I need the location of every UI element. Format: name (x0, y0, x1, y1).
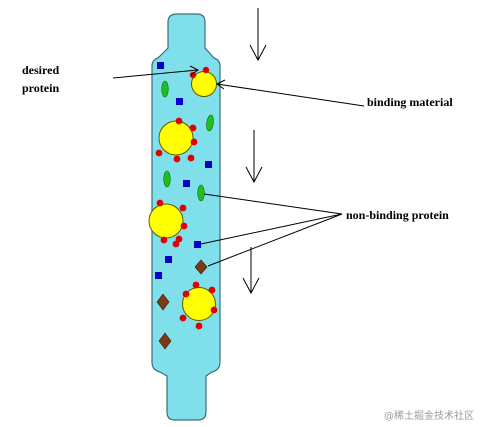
desired-protein-dot (208, 286, 216, 294)
square-protein (205, 161, 212, 168)
desired-protein-dot (180, 222, 188, 230)
leader-lines (112, 65, 365, 267)
square-protein (155, 272, 162, 279)
desired-protein-dot (192, 281, 200, 289)
desired-protein-dot (175, 117, 183, 125)
desired-protein-dot (172, 240, 180, 248)
desired-protein-dot (179, 204, 187, 212)
diamond-proteins (156, 259, 208, 350)
desired-protein-dot (190, 138, 198, 146)
bead-4 (179, 281, 218, 330)
desired-protein-dot (175, 235, 183, 243)
bead-1 (189, 66, 217, 97)
bead-3 (148, 199, 188, 248)
flow-arrows (242, 8, 267, 295)
oval-proteins (161, 80, 214, 202)
label-desired-protein-line1: desired (22, 63, 59, 77)
flow-arrow-icon (245, 130, 263, 184)
oval-protein (163, 170, 171, 188)
non-binding-leader-1 (203, 193, 343, 215)
desired-protein-dot (187, 154, 195, 162)
desired-protein-dot (160, 236, 168, 244)
desired-protein-dot (195, 322, 203, 330)
watermark: @稀土掘金技术社区 (384, 409, 474, 422)
square-protein (176, 98, 183, 105)
label-binding-material: binding material (367, 95, 453, 109)
oval-protein (161, 80, 169, 98)
square-protein (194, 241, 201, 248)
label-non-binding-protein: non-binding protein (346, 208, 449, 222)
desired-protein-dot (189, 124, 197, 132)
label-desired-protein-line2: protein (22, 81, 59, 95)
non-binding-leader-2 (200, 213, 343, 245)
desired-protein-dot (189, 71, 197, 79)
square-protein (165, 256, 172, 263)
desired-protein-dot (179, 314, 187, 322)
desired-protein-dot (182, 290, 190, 298)
desired-protein-dot (173, 155, 181, 163)
non-binding-leader-3 (207, 213, 343, 267)
square-proteins (155, 62, 212, 279)
bead-2 (155, 117, 198, 163)
diamond-protein (156, 293, 170, 311)
flow-arrow-icon (249, 8, 267, 62)
binding-material-leader (216, 83, 365, 107)
square-protein (157, 62, 164, 69)
diamond-protein (194, 259, 208, 275)
flow-arrow-icon (242, 247, 260, 295)
desired-protein-dot (210, 306, 218, 314)
square-protein (183, 180, 190, 187)
desired-protein-dot (155, 149, 163, 157)
desired-protein-leader (112, 69, 199, 79)
diamond-protein (158, 332, 172, 350)
oval-protein (197, 184, 205, 202)
desired-protein-dot (156, 199, 164, 207)
desired-protein-dot (202, 66, 210, 74)
oval-protein (206, 114, 214, 132)
